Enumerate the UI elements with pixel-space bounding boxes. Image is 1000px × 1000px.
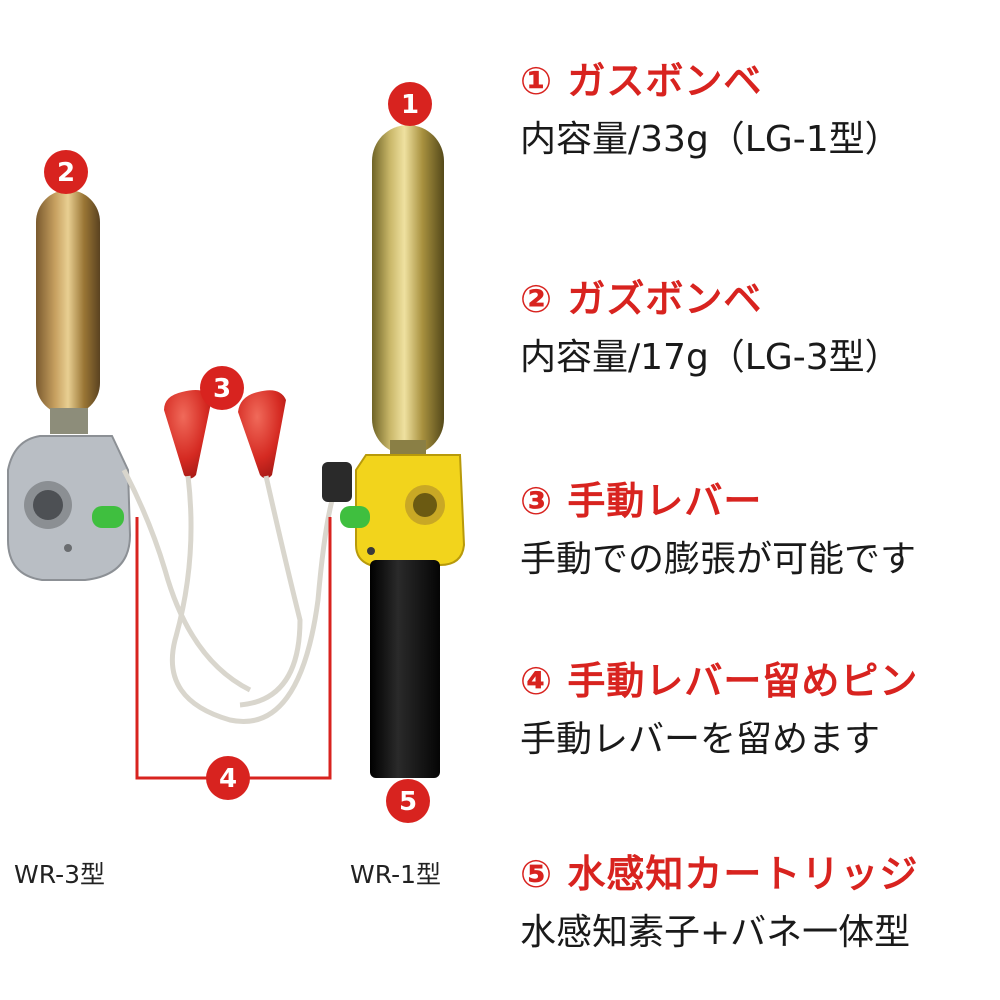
- callout-number: 1: [401, 90, 419, 120]
- wr3-gas-cylinder: [36, 190, 100, 415]
- wr1-inflator: [238, 125, 466, 778]
- spec-title-1: ① ガスボンベ: [520, 59, 763, 103]
- spec-title-5: ⑤ 水感知カートリッジ: [520, 852, 919, 896]
- callout-badge-3: 3: [200, 366, 244, 410]
- callout-number: 3: [213, 374, 231, 404]
- wr1-lever: [322, 462, 352, 502]
- wr1-gas-cylinder: [372, 125, 444, 455]
- wr1-green-pin-icon: [340, 506, 370, 528]
- wr3-cylinder-neck: [50, 408, 88, 434]
- spec-desc-1: 内容量/33g（LG-1型）: [520, 119, 901, 160]
- wr1-water-cartridge: [370, 560, 440, 778]
- callout-badge-5: 5: [386, 779, 430, 823]
- wr1-red-handle-icon: [238, 390, 286, 479]
- spec-desc-4: 手動レバーを留めます: [520, 719, 881, 760]
- wr3-red-handle-icon: [164, 390, 212, 479]
- callout-badge-4: 4: [206, 756, 250, 800]
- pin-callout-line: [135, 517, 332, 780]
- wr3-inflator: [7, 190, 338, 724]
- callout-badge-2: 2: [44, 150, 88, 194]
- spec-desc-5: 水感知素子+バネ一体型: [520, 912, 911, 953]
- model-label-wr1: WR-1型: [350, 860, 442, 889]
- callout-number: 4: [219, 764, 237, 794]
- wr3-green-pin-icon: [92, 506, 124, 528]
- spec-title-2: ② ガズボンベ: [520, 277, 763, 321]
- spec-desc-3: 手動での膨張が可能です: [520, 539, 917, 580]
- callout-badge-1: 1: [388, 82, 432, 126]
- spec-desc-2: 内容量/17g（LG-3型）: [520, 337, 901, 378]
- model-label-wr3: WR-3型: [14, 860, 106, 889]
- callout-number: 2: [57, 158, 75, 188]
- spec-title-3: ③ 手動レバー: [520, 479, 763, 523]
- spec-title-4: ④ 手動レバー留めピン: [520, 659, 919, 703]
- callout-number: 5: [399, 787, 417, 817]
